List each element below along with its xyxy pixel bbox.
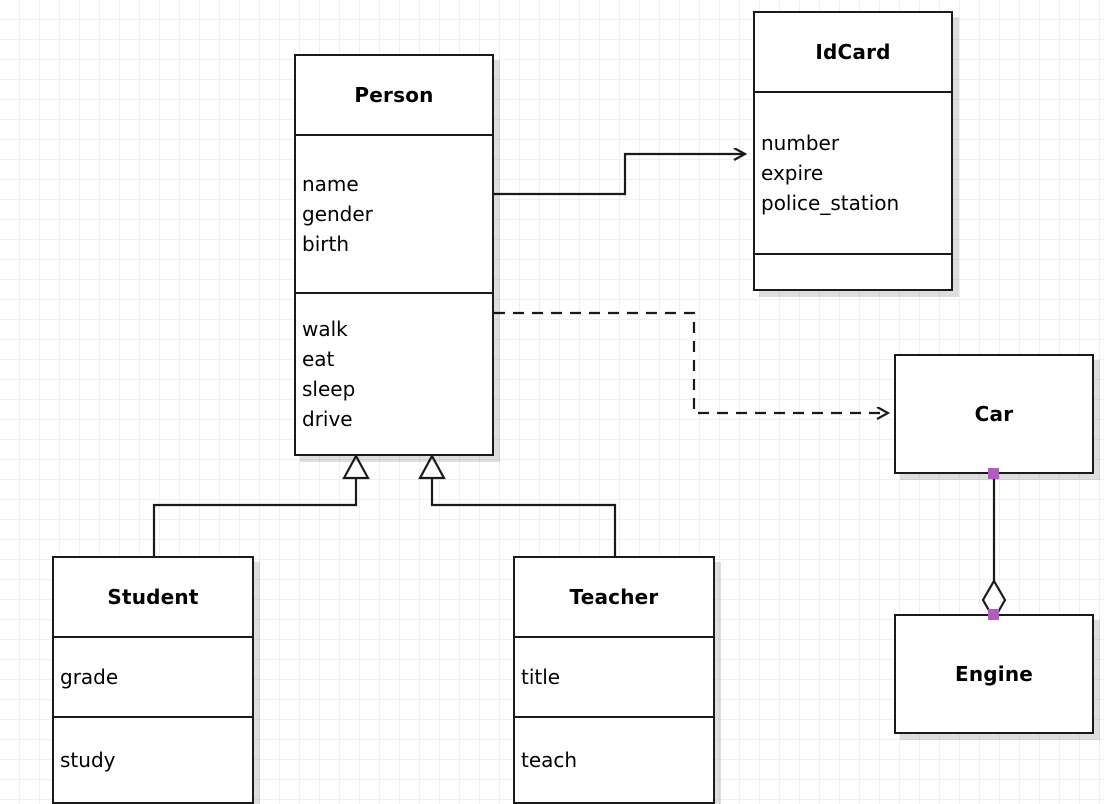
edge-car-engine bbox=[981, 474, 1007, 622]
person-attributes-compartment: name gender birth bbox=[296, 134, 492, 292]
attribute-item: title bbox=[521, 665, 561, 689]
class-name-engine: Engine bbox=[954, 662, 1034, 686]
student-operations-compartment: study bbox=[54, 716, 252, 802]
class-box-person[interactable]: Person name gender birth walk eat sleep … bbox=[294, 54, 494, 456]
edge-handle-car-end[interactable] bbox=[988, 468, 999, 479]
student-name-compartment: Student bbox=[54, 558, 252, 636]
car-name-compartment: Car bbox=[896, 356, 1092, 472]
edge-person-car bbox=[494, 311, 888, 413]
class-box-idcard[interactable]: IdCard number expire police_station bbox=[753, 11, 953, 291]
attribute-item: gender bbox=[302, 202, 373, 226]
person-operations-compartment: walk eat sleep drive bbox=[296, 292, 492, 454]
generalization-triangle-student bbox=[342, 453, 370, 480]
edge-handle-engine-end[interactable] bbox=[988, 609, 999, 620]
engine-name-compartment: Engine bbox=[896, 616, 1092, 732]
class-name-person: Person bbox=[354, 83, 434, 107]
teacher-operations-compartment: teach bbox=[515, 716, 713, 802]
class-box-car[interactable]: Car bbox=[894, 354, 1094, 474]
operation-item: walk bbox=[302, 317, 348, 341]
attribute-item: birth bbox=[302, 232, 349, 256]
operation-item: teach bbox=[521, 748, 578, 772]
attribute-item: police_station bbox=[761, 191, 900, 215]
teacher-attributes-compartment: title bbox=[515, 636, 713, 716]
class-name-idcard: IdCard bbox=[815, 40, 891, 64]
class-name-car: Car bbox=[974, 402, 1014, 426]
attribute-item: name bbox=[302, 172, 359, 196]
class-box-engine[interactable]: Engine bbox=[894, 614, 1094, 734]
class-box-student[interactable]: Student grade study bbox=[52, 556, 254, 804]
teacher-name-compartment: Teacher bbox=[515, 558, 713, 636]
class-name-student: Student bbox=[107, 585, 199, 609]
edge-person-idcard bbox=[494, 154, 745, 196]
idcard-operations-compartment bbox=[755, 253, 951, 289]
idcard-attributes-compartment: number expire police_station bbox=[755, 91, 951, 253]
operation-item: eat bbox=[302, 347, 335, 371]
attribute-item: number bbox=[761, 131, 840, 155]
person-name-compartment: Person bbox=[296, 56, 492, 134]
attribute-item: grade bbox=[60, 665, 119, 689]
class-name-teacher: Teacher bbox=[569, 585, 659, 609]
operation-item: study bbox=[60, 748, 116, 772]
edge-teacher-person bbox=[418, 453, 617, 558]
operation-item: sleep bbox=[302, 377, 356, 401]
edge-student-person bbox=[152, 453, 370, 558]
idcard-name-compartment: IdCard bbox=[755, 13, 951, 91]
generalization-triangle-teacher bbox=[418, 453, 446, 480]
class-box-teacher[interactable]: Teacher title teach bbox=[513, 556, 715, 804]
operation-item: drive bbox=[302, 407, 353, 431]
student-attributes-compartment: grade bbox=[54, 636, 252, 716]
attribute-item: expire bbox=[761, 161, 824, 185]
